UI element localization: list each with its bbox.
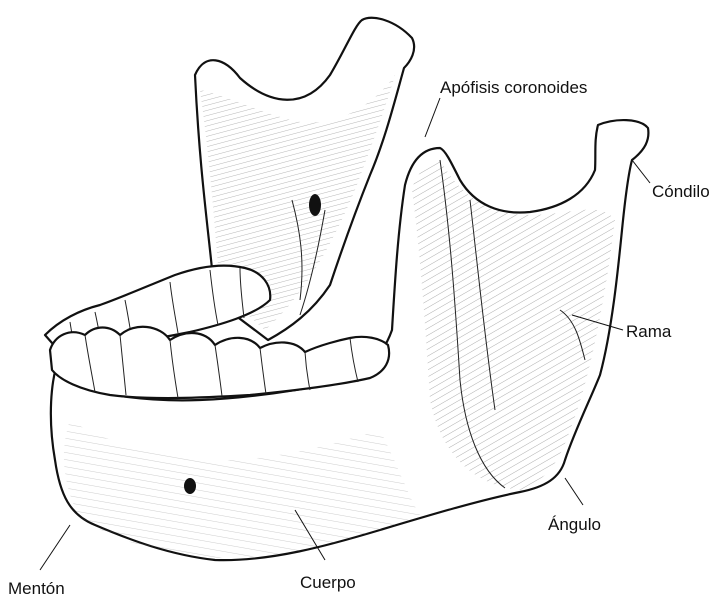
mandibular-foramen [309,194,321,216]
mental-foramen [184,478,196,494]
label-condilo: Cóndilo [652,182,710,201]
menton-leader [40,525,70,570]
label-apofisis-coronoides: Apófisis coronoides [440,78,587,97]
label-angulo: Ángulo [548,515,601,534]
label-menton: Mentón [8,579,65,598]
angulo-leader [565,478,583,505]
coronoides-leader [425,98,440,137]
label-cuerpo: Cuerpo [300,573,356,592]
condilo-leader [632,160,650,183]
label-rama: Rama [626,322,672,341]
